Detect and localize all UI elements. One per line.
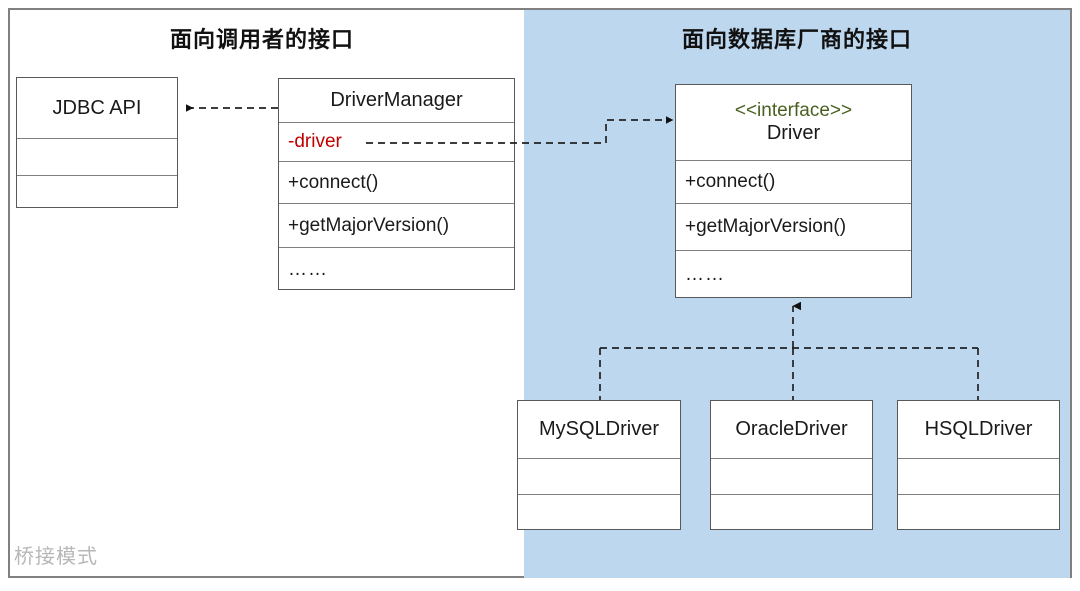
jdbc-api-methods-compartment <box>17 176 177 209</box>
drivermanager-attribute-driver: -driver <box>279 123 514 162</box>
jdbc-api-title: JDBC API <box>17 78 177 139</box>
hsqldriver-attributes-compartment <box>898 459 1059 495</box>
class-box-drivermanager[interactable]: DriverManager -driver +connect() +getMaj… <box>278 78 515 290</box>
driver-method-ellipsis: …… <box>685 264 725 285</box>
hsqldriver-title: HSQLDriver <box>898 401 1059 459</box>
driver-header-compartment: <<interface>> Driver <box>676 85 911 161</box>
drivermanager-title: DriverManager <box>279 79 514 123</box>
driver-stereotype: <<interface>> <box>734 99 853 121</box>
class-box-jdbc-api[interactable]: JDBC API <box>16 77 178 208</box>
hsqldriver-methods-compartment <box>898 495 1059 529</box>
class-box-driver-interface[interactable]: <<interface>> Driver +connect() +getMajo… <box>675 84 912 298</box>
mysqldriver-title: MySQLDriver <box>518 401 680 459</box>
mysqldriver-methods-compartment <box>518 495 680 529</box>
class-box-mysqldriver[interactable]: MySQLDriver <box>517 400 681 530</box>
class-box-oracledriver[interactable]: OracleDriver <box>710 400 873 530</box>
jdbc-api-attributes-compartment <box>17 139 177 176</box>
driver-title: Driver <box>766 122 821 145</box>
oracledriver-title: OracleDriver <box>711 401 872 459</box>
driver-method-connect: +connect() <box>676 161 911 204</box>
drivermanager-method-connect: +connect() <box>279 162 514 204</box>
watermark-label: 桥接模式 <box>14 546 98 568</box>
mysqldriver-attributes-compartment <box>518 459 680 495</box>
drivermanager-method-getmajorversion: +getMajorVersion() <box>279 204 514 248</box>
class-box-hsqldriver[interactable]: HSQLDriver <box>897 400 1060 530</box>
right-panel-title: 面向数据库厂商的接口 <box>681 27 912 52</box>
driver-method-getmajorversion: +getMajorVersion() <box>676 204 911 251</box>
left-panel-title: 面向调用者的接口 <box>169 27 354 52</box>
oracledriver-attributes-compartment <box>711 459 872 495</box>
oracledriver-methods-compartment <box>711 495 872 529</box>
drivermanager-method-ellipsis: …… <box>288 258 328 280</box>
